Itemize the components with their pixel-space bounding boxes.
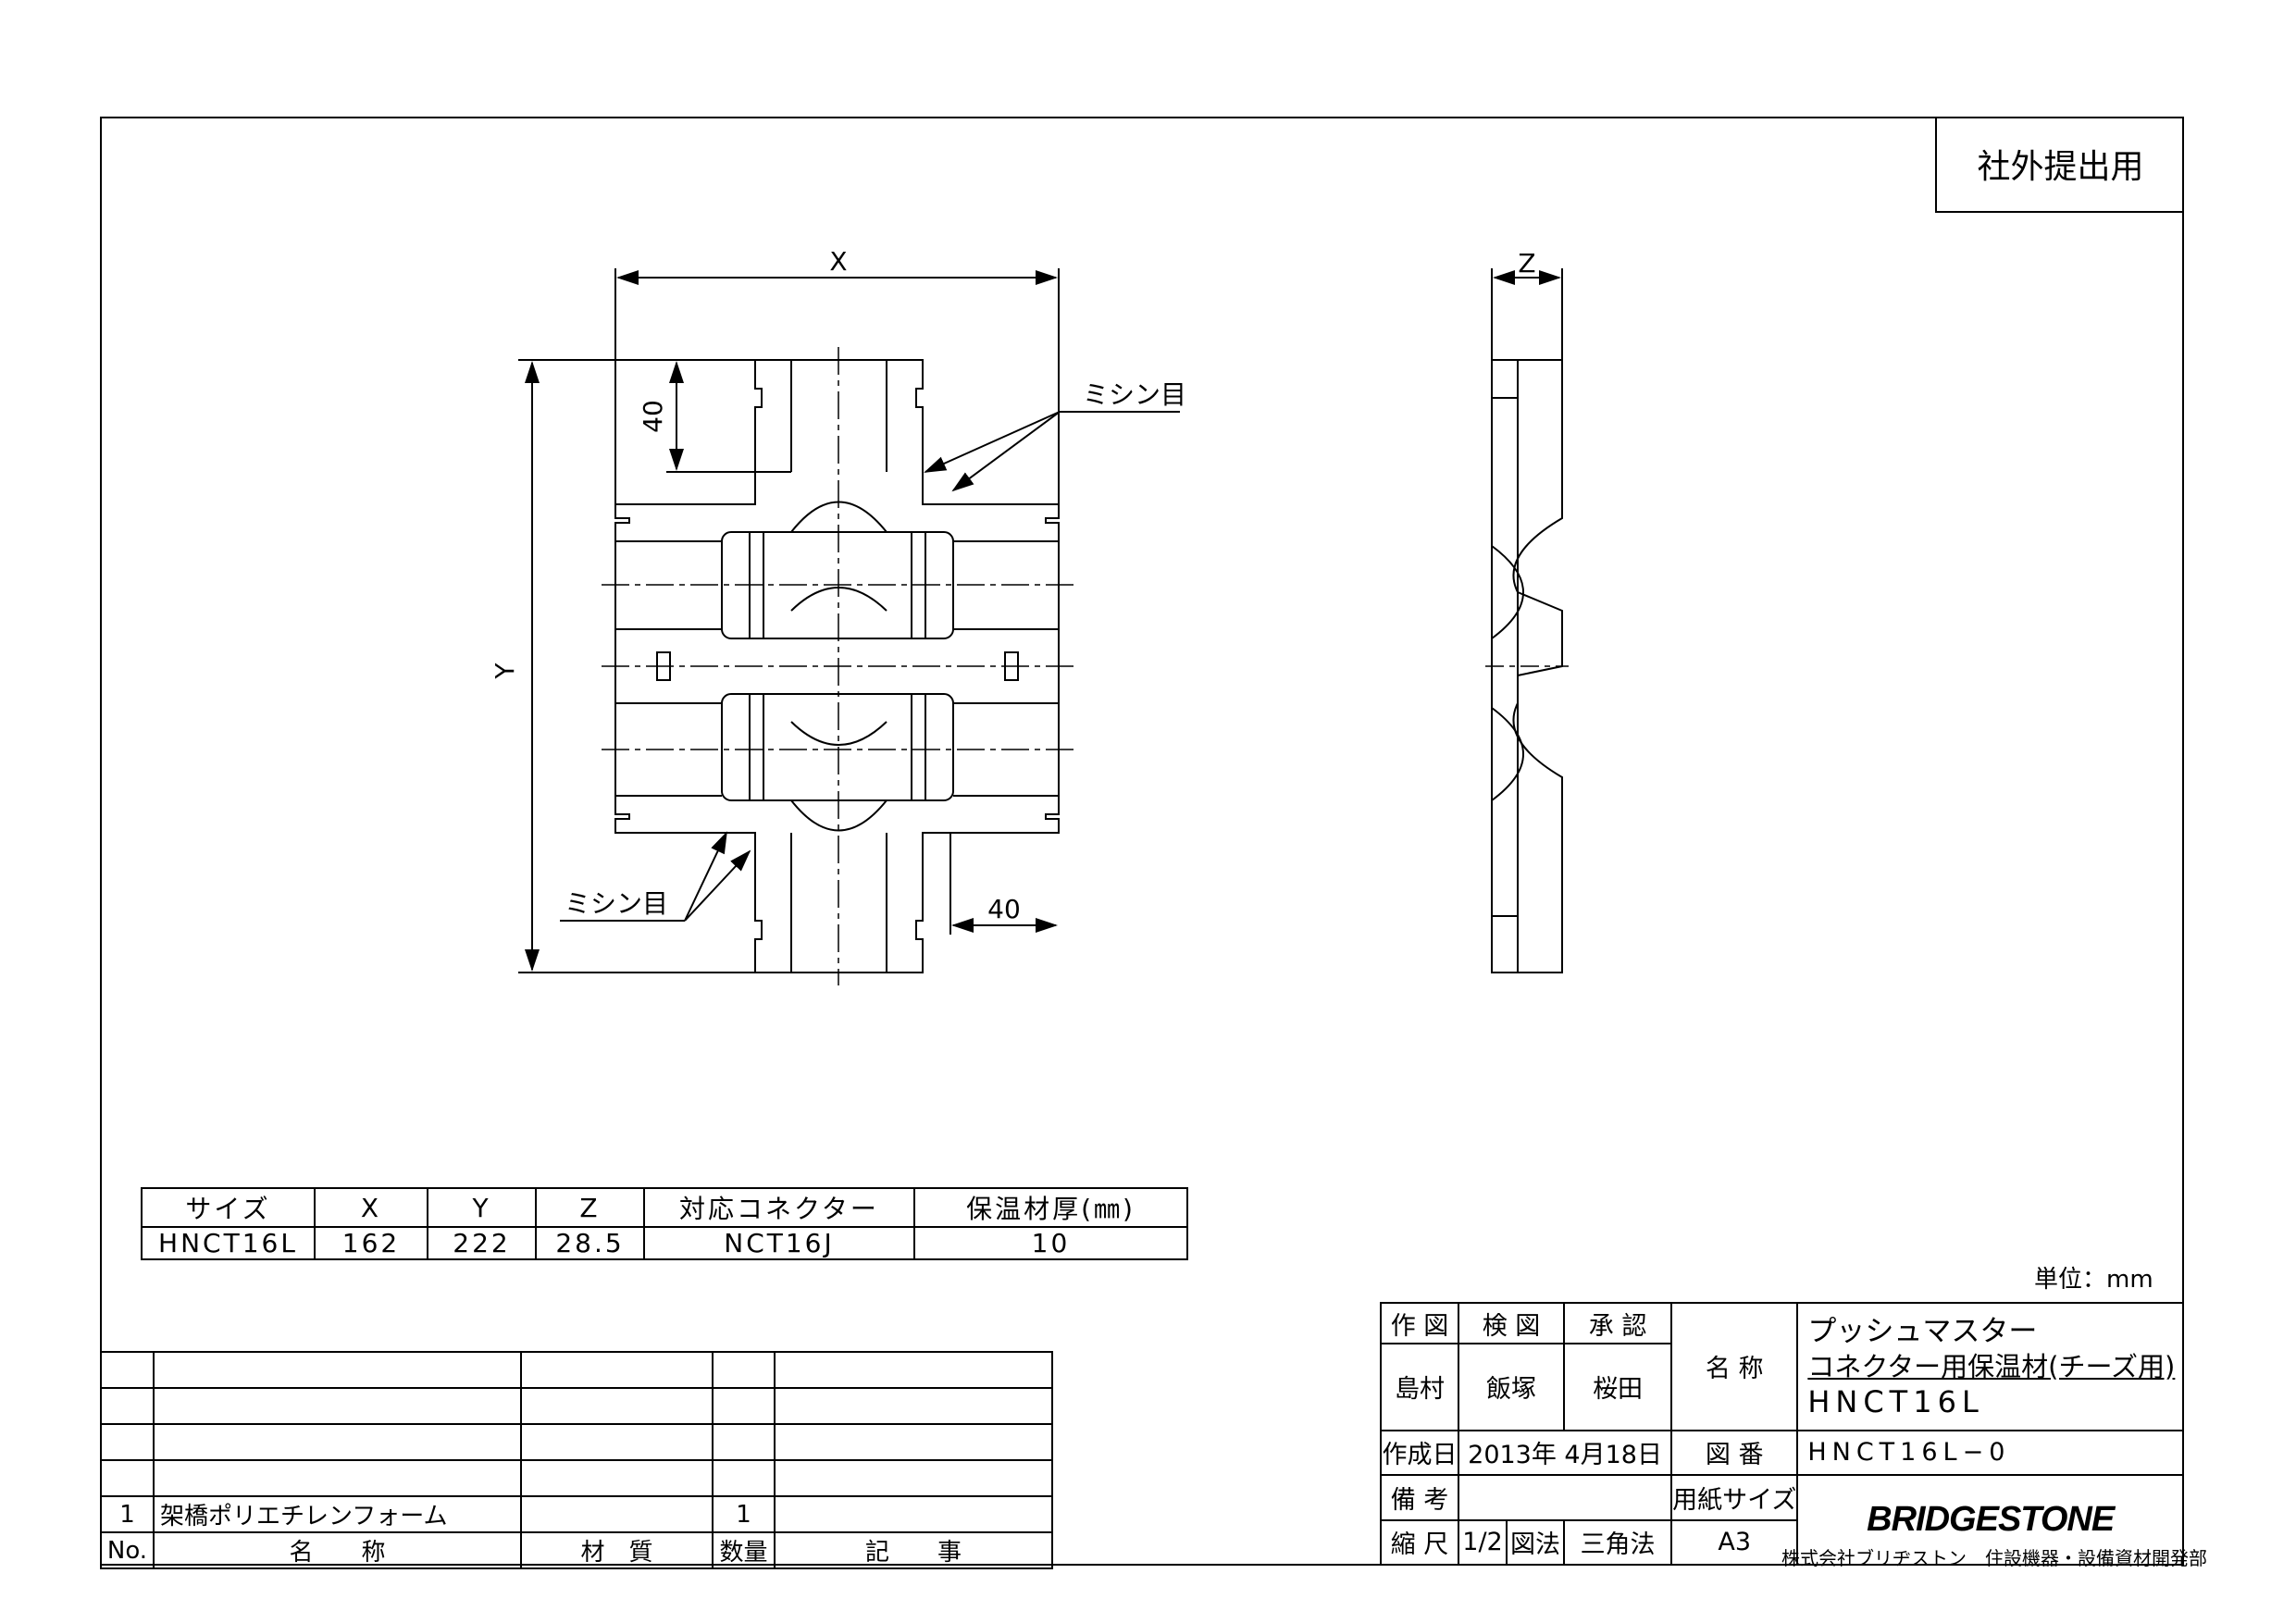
spec-header-z: Z <box>535 1187 645 1228</box>
parts-no: 1 <box>100 1495 155 1533</box>
spec-data-row: HNCT16L 162 222 28.5 NCT16J 10 <box>141 1226 1188 1260</box>
parts-note <box>774 1495 1053 1533</box>
spec-connector: NCT16J <box>643 1226 915 1260</box>
parts-material <box>520 1423 714 1461</box>
parts-no <box>100 1387 155 1425</box>
dimension-z-label: Z <box>1518 248 1535 279</box>
parts-row <box>100 1351 1053 1389</box>
checked-by: 飯塚 <box>1458 1343 1565 1431</box>
parts-name <box>153 1387 522 1425</box>
drawn-label: 作 図 <box>1380 1301 1459 1345</box>
spec-header-thickness: 保温材厚(㎜) <box>913 1187 1188 1228</box>
parts-header-qty: 数量 <box>712 1531 776 1569</box>
company-name: 株式会社ブリヂストン 住設機器・設備資材開発部 <box>1781 1547 2207 1569</box>
parts-row <box>100 1387 1053 1425</box>
paper-size-label: 用紙サイズ <box>1670 1474 1799 1521</box>
approved-by: 桜田 <box>1562 1343 1673 1431</box>
remarks-label: 備 考 <box>1380 1474 1459 1521</box>
bridgestone-logo: BRIDGESTONE <box>1867 1500 2115 1540</box>
paper-size-value: A3 <box>1670 1518 1799 1567</box>
drawing-number: HNCT16L−0 <box>1796 1429 2184 1477</box>
remarks-value <box>1457 1474 1673 1521</box>
parts-no <box>100 1423 155 1461</box>
parts-header-note: 記 事 <box>774 1531 1053 1569</box>
projection-label: 図法 <box>1506 1518 1565 1567</box>
parts-name <box>153 1459 522 1497</box>
external-submission-stamp: 社外提出用 <box>1935 117 2184 213</box>
dimension-y-label: Y <box>490 663 520 680</box>
checked-label: 検 図 <box>1458 1301 1565 1345</box>
parts-qty <box>712 1351 776 1389</box>
perforation-label-top: ミシン目 <box>1083 379 1186 410</box>
parts-note <box>774 1351 1053 1389</box>
parts-qty <box>712 1459 776 1497</box>
spec-header-x: X <box>314 1187 428 1228</box>
title-block: 作 図 検 図 承 認 名 称 プッシュマスター コネクター用保温材(チーズ用)… <box>1380 1301 2184 1567</box>
parts-header-no: No. <box>100 1531 155 1569</box>
parts-name <box>153 1423 522 1461</box>
parts-row <box>100 1423 1053 1461</box>
parts-note <box>774 1387 1053 1425</box>
date-label: 作成日 <box>1380 1429 1459 1477</box>
unit-label: 単位：mm <box>2034 1266 2153 1294</box>
parts-note <box>774 1459 1053 1497</box>
parts-material <box>520 1459 714 1497</box>
name-label: 名 称 <box>1670 1302 1799 1431</box>
parts-name <box>153 1351 522 1389</box>
spec-y: 222 <box>427 1226 537 1260</box>
parts-no <box>100 1351 155 1389</box>
parts-header-material: 材 質 <box>520 1531 714 1569</box>
spec-thickness: 10 <box>913 1226 1188 1260</box>
parts-material <box>520 1387 714 1425</box>
parts-qty <box>712 1423 776 1461</box>
spec-x: 162 <box>314 1226 428 1260</box>
front-view-outline <box>614 359 1060 973</box>
parts-qty: 1 <box>712 1495 776 1533</box>
dimension-x-label: X <box>829 246 847 277</box>
drawing-no-label: 図 番 <box>1670 1429 1799 1477</box>
dimension-40-top-label: 40 <box>638 400 668 433</box>
spec-size: HNCT16L <box>141 1226 316 1260</box>
spec-table: サイズ X Y Z 対応コネクター 保温材厚(㎜) HNCT16L 162 22… <box>141 1187 1188 1260</box>
dimension-40-bottom-label: 40 <box>987 894 1021 924</box>
parts-material <box>520 1495 714 1533</box>
product-code: HNCT16L <box>1807 1383 1984 1419</box>
parts-row <box>100 1459 1053 1497</box>
product-line1: プッシュマスター <box>1807 1314 2038 1348</box>
product-line2: コネクター用保温材(チーズ用) <box>1807 1350 2176 1382</box>
parts-material <box>520 1351 714 1389</box>
scale-label: 縮 尺 <box>1380 1518 1459 1567</box>
spec-header-y: Y <box>427 1187 537 1228</box>
drawn-by: 島村 <box>1380 1343 1459 1431</box>
spec-header-connector: 対応コネクター <box>643 1187 915 1228</box>
product-name: プッシュマスター コネクター用保温材(チーズ用) HNCT16L <box>1796 1302 2184 1431</box>
scale-value: 1/2 <box>1458 1518 1508 1567</box>
parts-header-row: No.名 称材 質数量記 事 <box>100 1531 1053 1569</box>
parts-name: 架橋ポリエチレンフォーム <box>153 1495 522 1533</box>
spec-z: 28.5 <box>535 1226 645 1260</box>
parts-qty <box>712 1387 776 1425</box>
approved-label: 承 認 <box>1562 1301 1673 1345</box>
spec-header-size: サイズ <box>141 1187 316 1228</box>
spec-header-row: サイズ X Y Z 対応コネクター 保温材厚(㎜) <box>141 1187 1188 1228</box>
side-view-outline <box>1491 359 1563 973</box>
drawing-frame <box>100 117 2184 1566</box>
parts-no <box>100 1459 155 1497</box>
projection-value: 三角法 <box>1562 1518 1673 1567</box>
parts-header-name: 名 称 <box>153 1531 522 1569</box>
perforation-label-bottom: ミシン目 <box>565 888 668 919</box>
creation-date: 2013年 4月18日 <box>1457 1429 1673 1477</box>
parts-note <box>774 1423 1053 1461</box>
brand-cell: BRIDGESTONE <box>1796 1474 2184 1566</box>
